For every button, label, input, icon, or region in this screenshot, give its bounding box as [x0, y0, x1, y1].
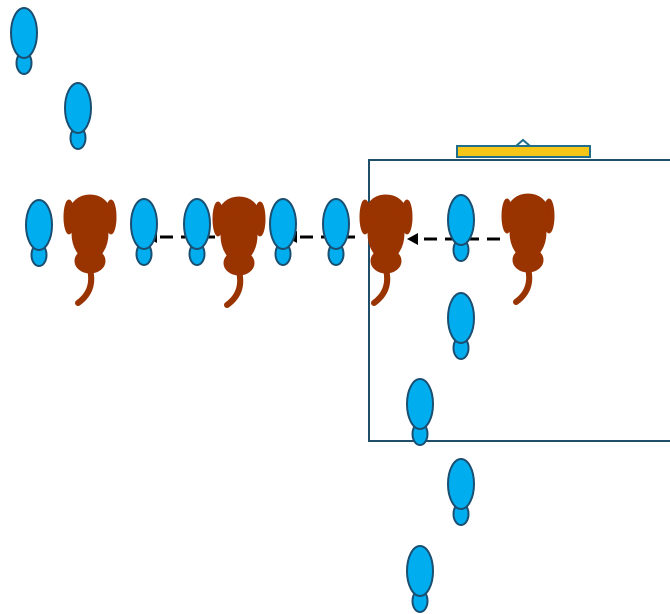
person-icon	[25, 199, 53, 267]
door-icon	[456, 138, 591, 158]
dashed-arrow-left-icon	[407, 233, 500, 245]
person-icon	[447, 292, 475, 360]
person-icon	[322, 198, 350, 266]
person-icon	[269, 198, 297, 266]
person-icon	[406, 545, 434, 613]
person-icon	[64, 82, 92, 150]
room-outline	[368, 159, 670, 442]
dog-icon	[213, 197, 265, 305]
person-icon	[130, 198, 158, 266]
dog-icon	[502, 194, 554, 302]
person-icon	[447, 194, 475, 262]
dog-icon	[360, 195, 412, 303]
person-icon	[10, 7, 38, 75]
person-icon	[406, 378, 434, 446]
dog-icon	[64, 195, 116, 303]
person-icon	[183, 198, 211, 266]
person-icon	[447, 458, 475, 526]
